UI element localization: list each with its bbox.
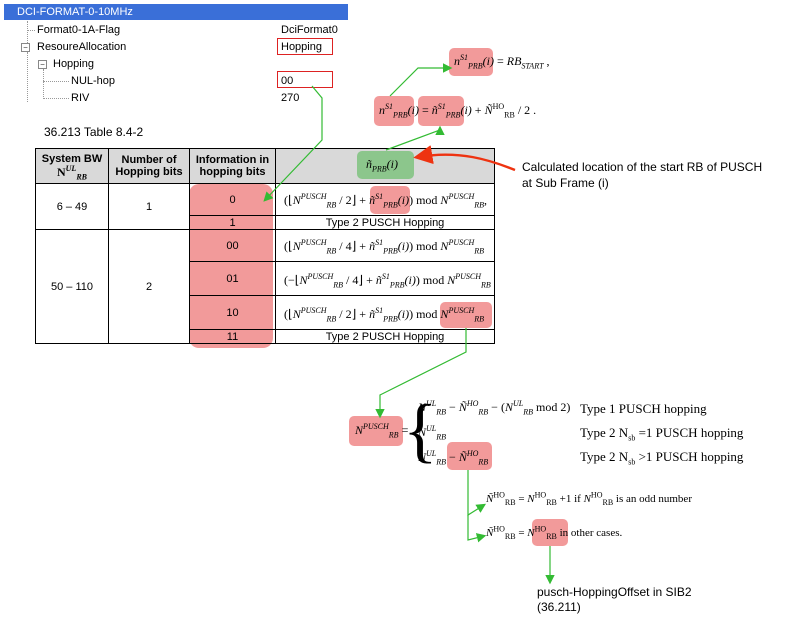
n-prb-formula: nS1PRB(i) = ñS1PRB(i) + ÑHORB / 2 . [379,102,537,120]
tree-root-label: DCI-FORMAT-0-10MHz [17,6,133,18]
hopping-value-box [277,38,333,55]
arrow-ho-to-odd [467,470,487,517]
odd-case-formula: ÑHORB = NHORB +1 if NHORB is an odd numb… [486,490,692,508]
info-cell-10: 10 [189,295,276,330]
n-rb-ho-highlight [532,519,568,546]
other-case-formula: ÑHORB = NHORB in other cases. [486,524,623,542]
header-hopping-bits: Number of Hopping bits [108,148,190,184]
ntilde-ho-highlight [447,442,492,470]
nul-hop-value-box [277,71,333,88]
case-1: NULRB − ÑHORB − (NULRB mod 2) [418,399,571,417]
hopping-table: System BW NULRB Number of Hopping bits I… [35,148,495,344]
rb-start-formula: nS1PRB(i) = RBSTART , [454,53,550,71]
case-3: NULRB − ÑHORB [418,449,489,467]
tree-item-riv[interactable]: RIV [71,92,90,104]
tree-value-nul-hop: 00 [281,75,294,87]
tree-value-format-flag: DciFormat0 [281,24,338,36]
arrow-to-rb-start [389,63,453,97]
arrow-row10-to-nrb [375,328,467,419]
piecewise-brace: { [403,390,438,470]
collapse-icon[interactable]: − [21,43,30,52]
sib-note-line2: (36.211) [537,600,581,614]
formula-01: (−⌊NPUSCHRB / 4⌋ + ñS1PRB(i)) mod NPUSCH… [284,272,491,290]
header-formula-highlight [357,151,414,179]
n-prb-s1-mid-highlight [374,96,414,126]
sib-note-line1: pusch-HoppingOffset in SIB2 [537,585,692,599]
info-cell-11: 11 [189,329,276,344]
n-rb-pusch-lhs: NPUSCHRB = [355,422,409,440]
formula-00: (⌊NPUSCHRB / 4⌋ + ñS1PRB(i)) mod NPUSCHR… [284,238,484,256]
tree-item-nul-hop[interactable]: NUL-hop [71,75,116,87]
arrow-note-to-header [413,145,516,172]
arrow-ho-to-other [467,515,487,543]
calc-note-line1: Calculated location of the start RB of P… [522,160,763,174]
table-reference: 36.213 Table 8.4-2 [44,125,144,139]
type2-cell-b: Type 2 PUSCH Hopping [275,329,495,344]
formula-10-highlight [440,302,492,328]
formula-cell-00 [275,229,495,262]
formula-0-highlight [370,186,410,214]
header-formula-text: ñPRB(i) [366,157,398,174]
case-1-label: Type 1 PUSCH hopping [580,401,707,416]
n-prb-s1-top-highlight [449,48,493,76]
case-2: NULRB [418,424,447,442]
formula-10: (⌊NPUSCHRB / 2⌋ + ñS1PRB(i)) mod NPUSCHR… [284,306,484,324]
collapse-icon[interactable]: − [38,60,47,69]
tree-value-riv: 270 [281,92,300,104]
arrow-header-to-mid [385,125,445,151]
tree-item-resource-allocation[interactable]: ResoureAllocation [37,41,127,53]
case-3-label: Type 2 Nsb >1 PUSCH hopping [580,449,744,467]
formula-0: (⌊NPUSCHRB / 2⌋ + ñS1PRB(i)) mod NPUSCHR… [284,192,487,210]
type2-cell-a: Type 2 PUSCH Hopping [275,215,495,230]
case-2-label: Type 2 Nsb =1 PUSCH hopping [580,425,744,443]
ntilde-prb-s1-highlight [418,96,464,126]
header-system-bw: System BW NULRB [35,148,109,184]
tree-root[interactable]: DCI-FORMAT-0-10MHz [4,4,348,20]
tree-item-hopping[interactable]: Hopping [53,58,94,70]
header-info-bits: Information in hopping bits [189,148,276,184]
calc-note-line2: at Sub Frame (i) [522,176,609,190]
tree-value-resource-allocation: Hopping [281,41,322,53]
bw-cell-2: 50 – 110 [35,229,109,344]
arrow-nulhop-to-table [263,85,323,202]
tree-item-format-flag[interactable]: Format0-1A-Flag [37,24,121,36]
n-rb-pusch-highlight [349,416,403,446]
